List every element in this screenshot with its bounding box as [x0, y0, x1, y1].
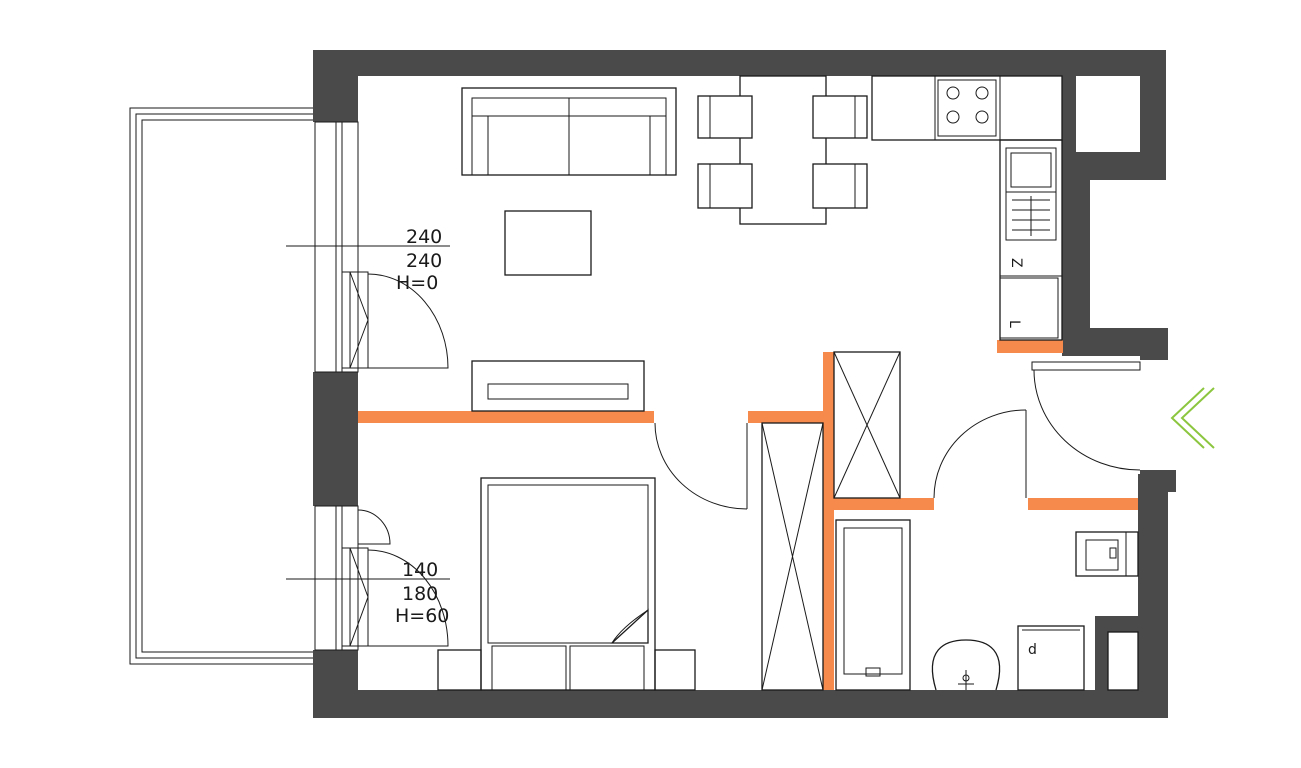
- outer-walls: [313, 50, 1168, 718]
- bedroom-door: [654, 422, 748, 510]
- bed: [480, 477, 656, 691]
- balcony: [129, 107, 316, 665]
- window-bedroom-width: 140: [402, 559, 438, 581]
- window-living-dims: 240 240 H=0: [286, 226, 450, 294]
- window-bedroom: [314, 505, 449, 651]
- coffee-table: [504, 210, 592, 276]
- kitchen-counter: [871, 75, 1063, 341]
- nightstand-right: [654, 649, 696, 691]
- bathroom-door: [933, 409, 1027, 499]
- window-living-width: 240: [406, 226, 442, 248]
- sofa: [461, 87, 677, 176]
- washing-machine-icon: d: [1017, 625, 1085, 691]
- tv-cabinet: [471, 360, 645, 412]
- entrance-door: [1031, 361, 1176, 492]
- window-living-height: 240: [406, 250, 442, 272]
- bathtub: [835, 519, 911, 691]
- dishwasher-icon: L: [999, 277, 1059, 339]
- nightstand-left: [437, 649, 482, 691]
- window-living-sill: H=0: [396, 272, 438, 294]
- window-bedroom-height: 180: [402, 583, 438, 605]
- washing-machine-mark: d: [1028, 642, 1037, 658]
- fridge-mark: Z: [1008, 258, 1024, 268]
- dishwasher-mark: L: [1006, 320, 1022, 328]
- sink-icon: [1005, 147, 1057, 241]
- window-living: [314, 121, 449, 373]
- fridge-icon: Z: [1000, 258, 1062, 277]
- partition-walls: [358, 340, 1138, 690]
- dining-set: [697, 75, 868, 225]
- stove-icon: [937, 79, 997, 137]
- boiler-icon: [1075, 531, 1139, 577]
- wardrobe-hall: [761, 422, 824, 691]
- entrance-arrow-icon: [1170, 387, 1215, 449]
- window-bedroom-dims: 140 180 H=60: [286, 559, 450, 627]
- wardrobe-entry: [833, 351, 901, 499]
- washbasin-icon: [931, 639, 1001, 691]
- window-bedroom-sill: H=60: [395, 605, 449, 627]
